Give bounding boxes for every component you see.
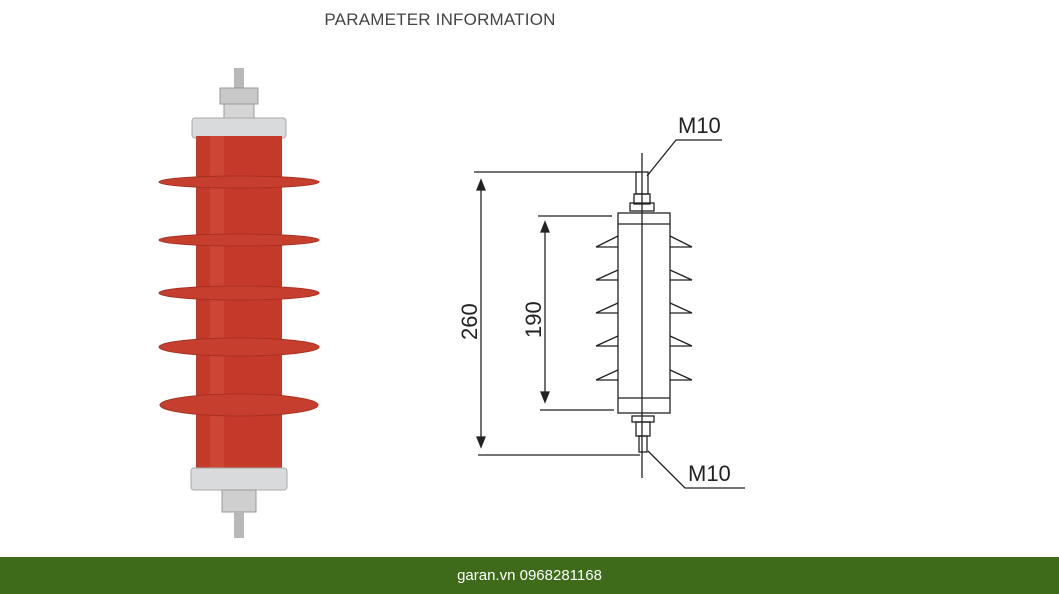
dimension-drawing [474, 139, 745, 489]
footer-contact: garan.vn 0968281168 [0, 557, 1059, 594]
bottom-thread-label: M10 [688, 461, 731, 486]
product-illustration: M10 M10 260 190 [158, 68, 745, 538]
page-title: PARAMETER INFORMATION [324, 10, 556, 29]
overall-length-label: 260 [457, 303, 482, 340]
body-length-label: 190 [521, 301, 546, 338]
arrester-photo [158, 68, 320, 538]
top-thread-label: M10 [678, 113, 721, 138]
